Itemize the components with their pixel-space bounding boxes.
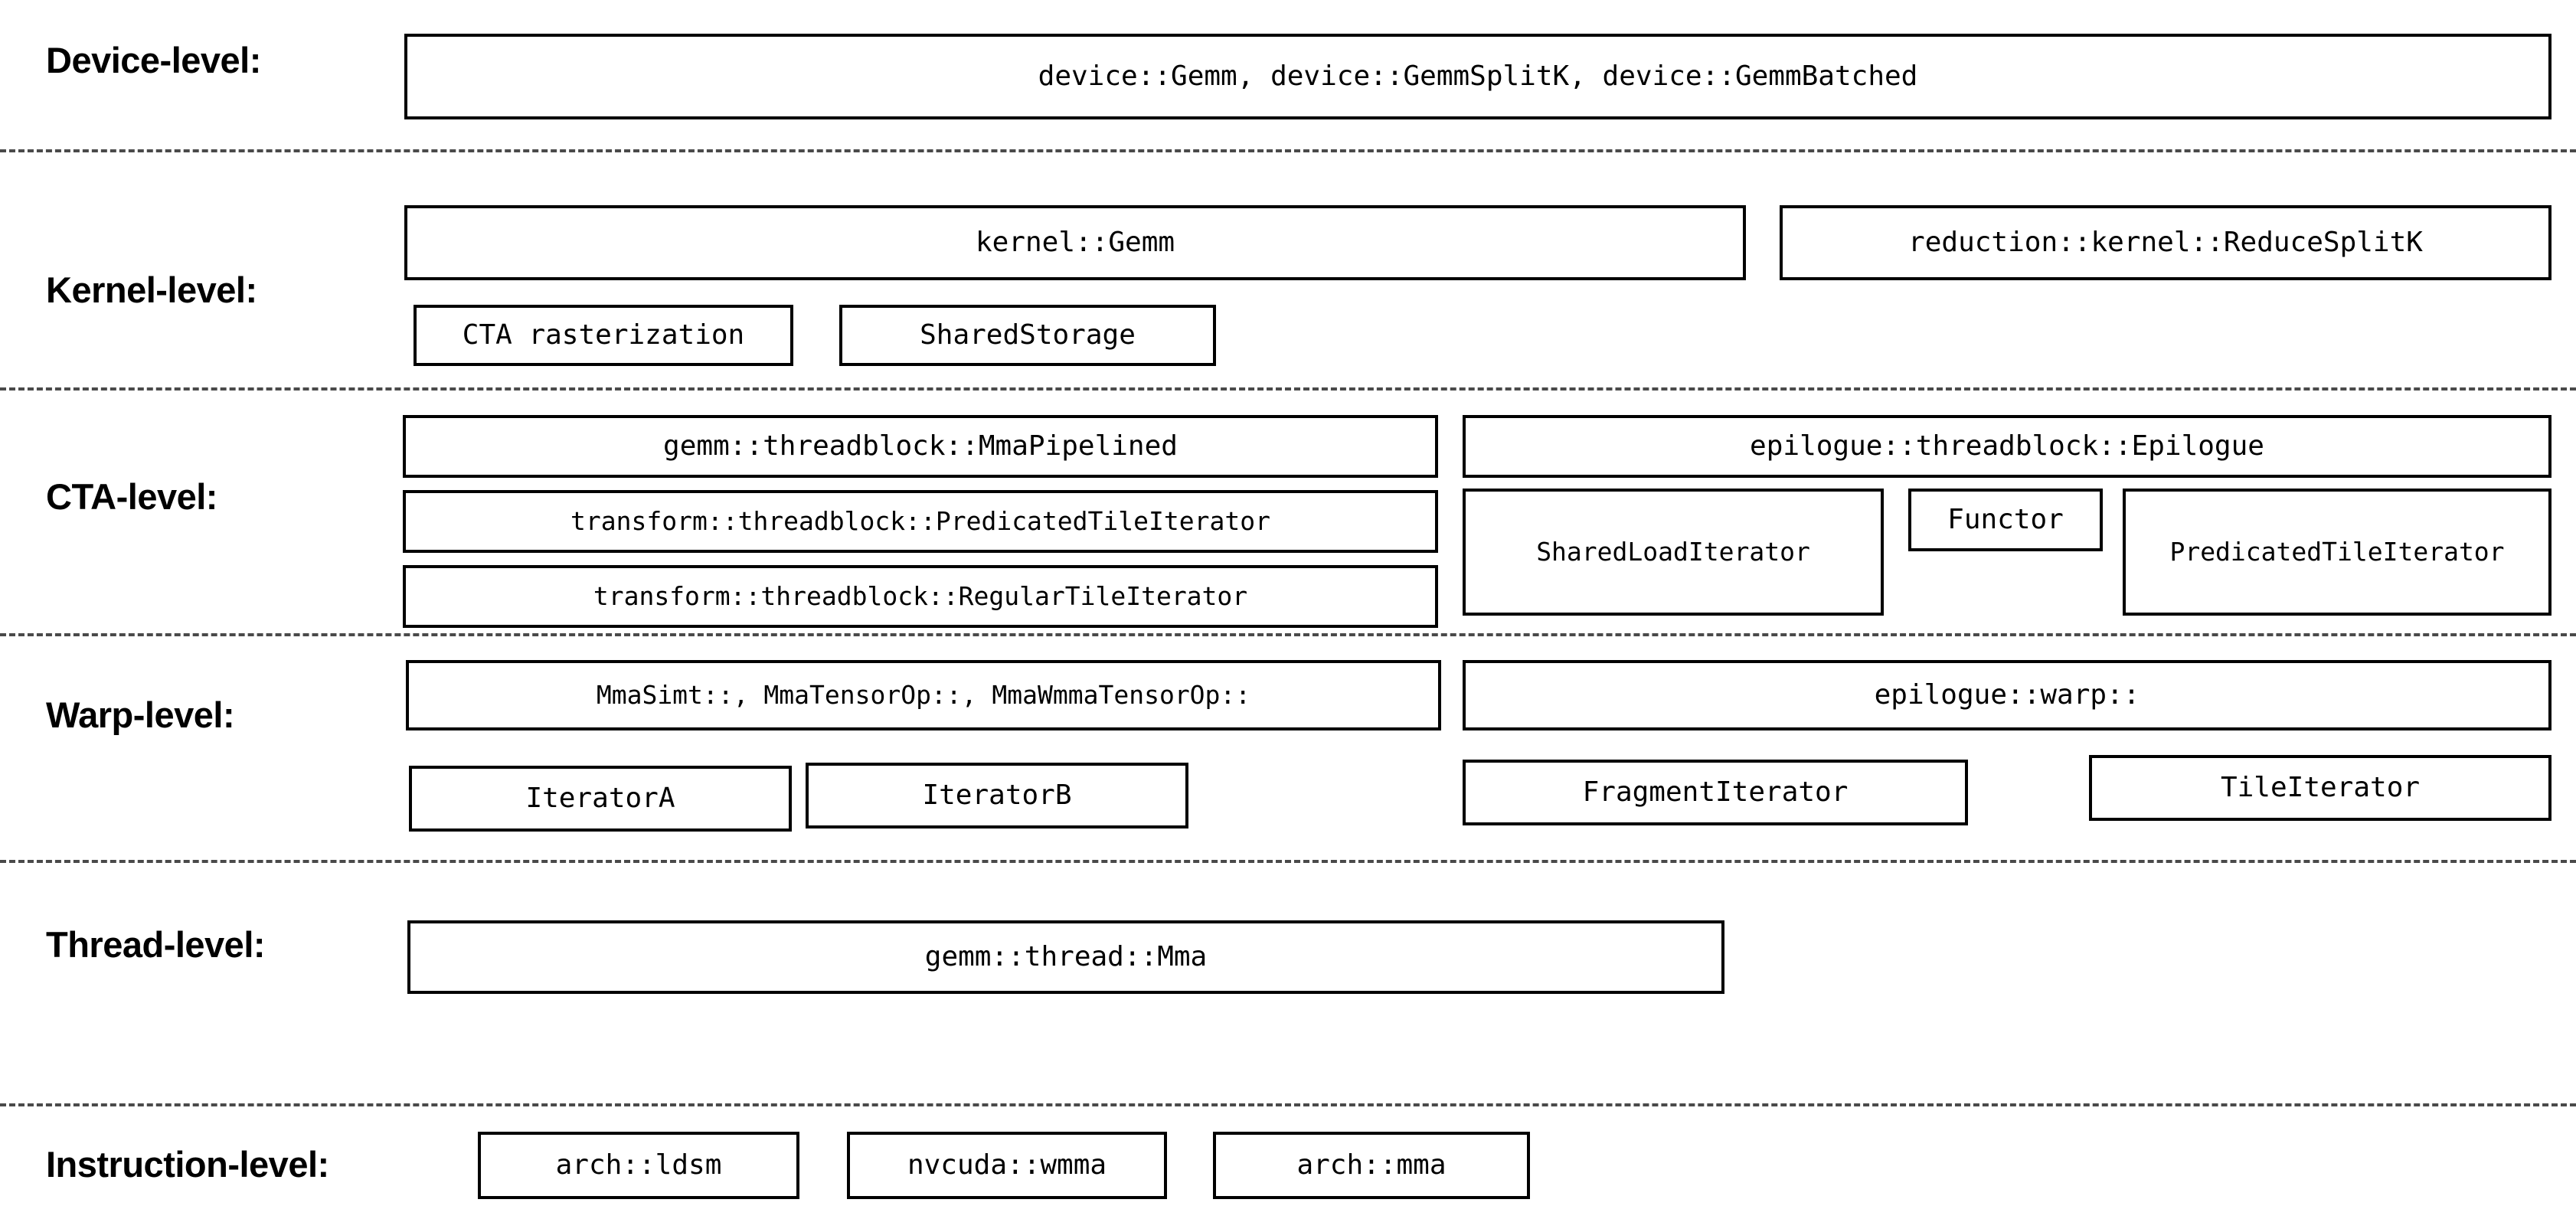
level-label-instruction: Instruction-level: <box>46 1144 329 1185</box>
level-label-cta: CTA-level: <box>46 476 217 517</box>
node-iteratora[interactable]: IteratorA <box>409 766 792 832</box>
node-reduction-kernel-reducesplitk[interactable]: reduction::kernel::ReduceSplitK <box>1780 205 2551 280</box>
node-shared-storage[interactable]: SharedStorage <box>839 305 1216 366</box>
node-nvcuda-wmma[interactable]: nvcuda::wmma <box>847 1132 1167 1199</box>
node-sharedloaditerator[interactable]: SharedLoadIterator <box>1463 489 1884 616</box>
divider-cta-warp <box>0 633 2576 636</box>
node-mma-warp-ops[interactable]: MmaSimt::, MmaTensorOp::, MmaWmmaTensorO… <box>406 660 1441 730</box>
node-transform-threadblock-predicatedtileiterator[interactable]: transform::threadblock::PredicatedTileIt… <box>403 490 1438 553</box>
level-label-kernel: Kernel-level: <box>46 270 257 310</box>
node-epilogue-warp[interactable]: epilogue::warp:: <box>1463 660 2551 730</box>
node-epilogue-threadblock-epilogue[interactable]: epilogue::threadblock::Epilogue <box>1463 415 2551 478</box>
node-tileiterator[interactable]: TileIterator <box>2089 755 2551 821</box>
divider-warp-thread <box>0 860 2576 863</box>
level-label-warp: Warp-level: <box>46 694 235 735</box>
node-kernel-gemm[interactable]: kernel::Gemm <box>404 205 1746 280</box>
node-fragmentiterator[interactable]: FragmentIterator <box>1463 760 1968 825</box>
divider-thread-instruction <box>0 1103 2576 1106</box>
node-functor[interactable]: Functor <box>1908 489 2103 551</box>
node-transform-threadblock-regulartileiterator[interactable]: transform::threadblock::RegularTileItera… <box>403 565 1438 628</box>
node-arch-ldsm[interactable]: arch::ldsm <box>478 1132 799 1199</box>
node-arch-mma[interactable]: arch::mma <box>1213 1132 1530 1199</box>
divider-device-kernel <box>0 149 2576 152</box>
divider-kernel-cta <box>0 387 2576 391</box>
node-gemm-threadblock-mmapipelined[interactable]: gemm::threadblock::MmaPipelined <box>403 415 1438 478</box>
level-label-device: Device-level: <box>46 40 261 80</box>
node-gemm-thread-mma[interactable]: gemm::thread::Mma <box>407 920 1724 994</box>
node-cta-rasterization[interactable]: CTA rasterization <box>414 305 793 366</box>
node-iteratorb[interactable]: IteratorB <box>806 763 1188 828</box>
level-label-thread: Thread-level: <box>46 924 266 965</box>
node-predicatedtileiterator[interactable]: PredicatedTileIterator <box>2123 489 2551 616</box>
node-device-gemm[interactable]: device::Gemm, device::GemmSplitK, device… <box>404 34 2551 119</box>
